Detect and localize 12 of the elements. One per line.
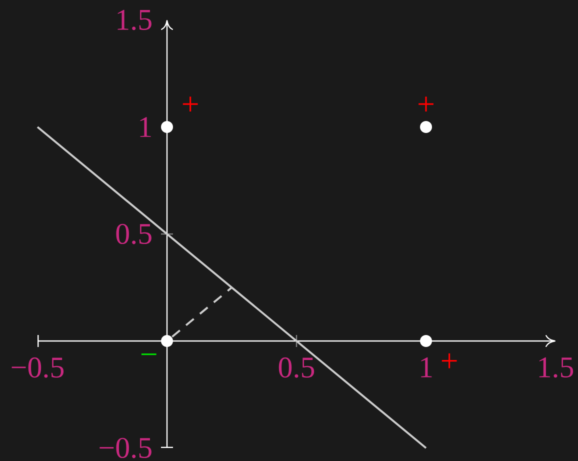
tick-label: −0.5 (100, 438, 152, 458)
tick-label: 1.5 (539, 357, 574, 378)
sign-label: + (182, 96, 198, 112)
tick-label: 1.5 (118, 10, 152, 30)
tick-label: 1 (421, 357, 432, 378)
sign-label: + (418, 96, 434, 112)
tick-label: 0.5 (278, 357, 314, 378)
tick-label: −0.5 (12, 357, 64, 378)
sign-label: − (141, 353, 156, 356)
tick-label: 1 (140, 117, 151, 137)
sign-label: + (442, 353, 457, 368)
tick-label: 0.5 (116, 224, 152, 244)
